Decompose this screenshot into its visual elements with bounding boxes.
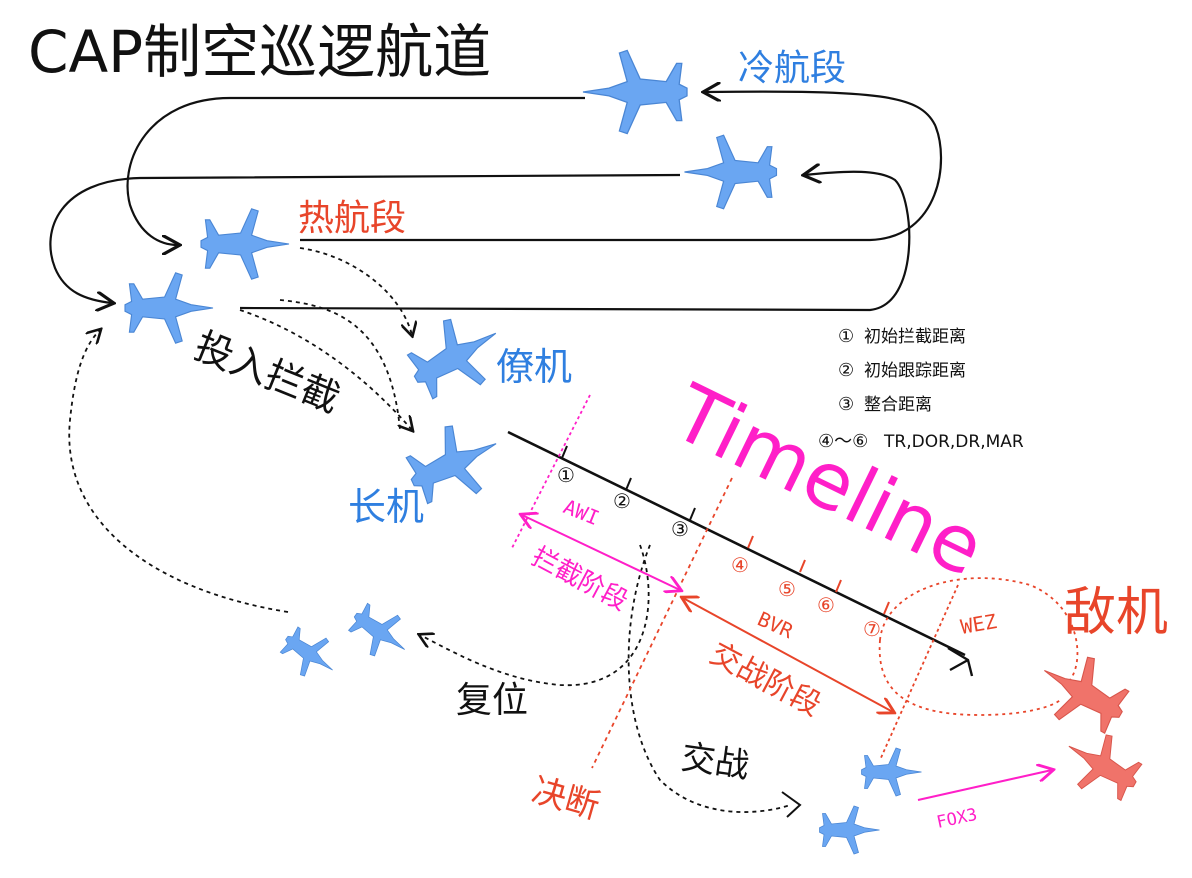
timeline-tick (561, 445, 568, 459)
timeline-tick-label: ① (557, 463, 575, 487)
wingman-label: 僚机 (496, 345, 572, 389)
legend-mark: ④～⑥ (818, 431, 868, 452)
legend-mark: ② (838, 360, 854, 381)
wez-label: WEZ (959, 609, 999, 639)
timeline-tick (747, 535, 754, 549)
wez-line (879, 584, 959, 761)
reset-label: 复位 (456, 680, 528, 721)
fox3-arrow (917, 770, 1052, 801)
timeline-tick (883, 601, 890, 615)
intercept-phase-label: 拦截阶段 (527, 542, 633, 617)
legend-text: 初始跟踪距离 (864, 361, 966, 381)
timeline-tick-label: ② (613, 489, 631, 513)
reset-path-1 (68, 330, 289, 613)
commit-path-1 (299, 247, 412, 335)
decision-label: 决断 (528, 770, 604, 827)
legend: ① 初始拦截距离 ② 初始跟踪距离 ③ 整合距离 ④～⑥ TR,DOR,DR,MAR (818, 326, 1024, 452)
enemy-jet-2-icon (1053, 719, 1151, 812)
timeline-tick (799, 559, 806, 573)
timeline-tick (689, 507, 696, 521)
decision-line (591, 477, 733, 769)
hot-leg-label: 热航段 (298, 198, 406, 239)
fox3-label: FOX3 (935, 805, 979, 833)
leader-label: 长机 (348, 485, 424, 529)
timeline-tick-label: ④ (731, 553, 749, 577)
engage-phase-label: 交战阶段 (704, 636, 826, 723)
racetrack-inner (49, 173, 681, 303)
racetrack-inner-return (239, 172, 911, 312)
engage-jet-2-icon (819, 805, 880, 855)
timeline-tick-label: ③ (671, 517, 689, 541)
timeline-tick-label: ⑥ (817, 593, 835, 617)
awi-label: AWI (560, 494, 602, 530)
commit-path-3 (279, 299, 401, 431)
legend-text: 初始拦截距离 (864, 327, 966, 347)
timeline-tick (625, 477, 632, 491)
timeline-label: Timeline (659, 368, 997, 595)
cold-leg-jet-2-icon (683, 134, 778, 210)
reset-path-2 (420, 544, 650, 686)
cold-leg-jet-1-icon (582, 49, 688, 135)
engage-phase-arrow (683, 598, 893, 712)
enemy-jet-1-icon (1026, 639, 1139, 746)
racetrack-outer (126, 96, 585, 245)
reset-jet-2-icon (273, 619, 346, 689)
bvr-label: BVR (754, 607, 798, 644)
timeline-tick-label: ⑦ (863, 617, 881, 641)
engage-arrowhead (781, 791, 802, 818)
legend-mark: ① (838, 326, 854, 347)
legend-text: TR,DOR,DR,MAR (883, 432, 1024, 452)
timeline-tick-label: ⑤ (778, 577, 796, 601)
engage-jet-1-icon (861, 747, 922, 797)
hot-leg-jet-1-icon (200, 208, 290, 280)
awi-start-line (511, 394, 591, 549)
cold-leg-label: 冷航段 (738, 48, 846, 89)
hot-leg-jet-2-icon (124, 272, 214, 344)
timeline-arrowhead (947, 646, 974, 677)
racetrack-outer-return (300, 92, 943, 242)
wez-zone (878, 577, 1079, 716)
engage-label: 交战 (679, 737, 752, 786)
legend-text: 整合距离 (864, 395, 932, 415)
commit-label: 投入拦截 (189, 324, 346, 422)
timeline-tick (835, 579, 842, 593)
enemy-label: 敌机 (1064, 583, 1168, 643)
reset-jet-1-icon (341, 595, 419, 670)
page-title: CAP制空巡逻航道 (28, 18, 491, 86)
intercept-phase-arrow (522, 515, 680, 590)
legend-mark: ③ (838, 394, 854, 415)
